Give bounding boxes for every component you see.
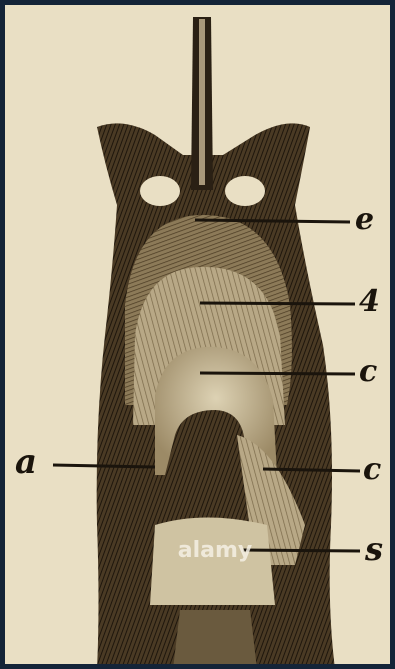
alamy-watermark: alamy [178,538,253,563]
left-foramen [140,176,180,206]
label-4: 4 [359,287,380,317]
label-c-upper: c [359,357,377,387]
label-c-lower: c [363,455,381,485]
stalk-highlight [199,19,205,185]
right-foramen [225,176,265,206]
label-a: a [15,445,37,479]
label-e: e [355,205,374,235]
label-s: s [365,533,383,565]
bottom-band-center [173,610,257,669]
engraving-illustration: alamy [5,5,395,669]
